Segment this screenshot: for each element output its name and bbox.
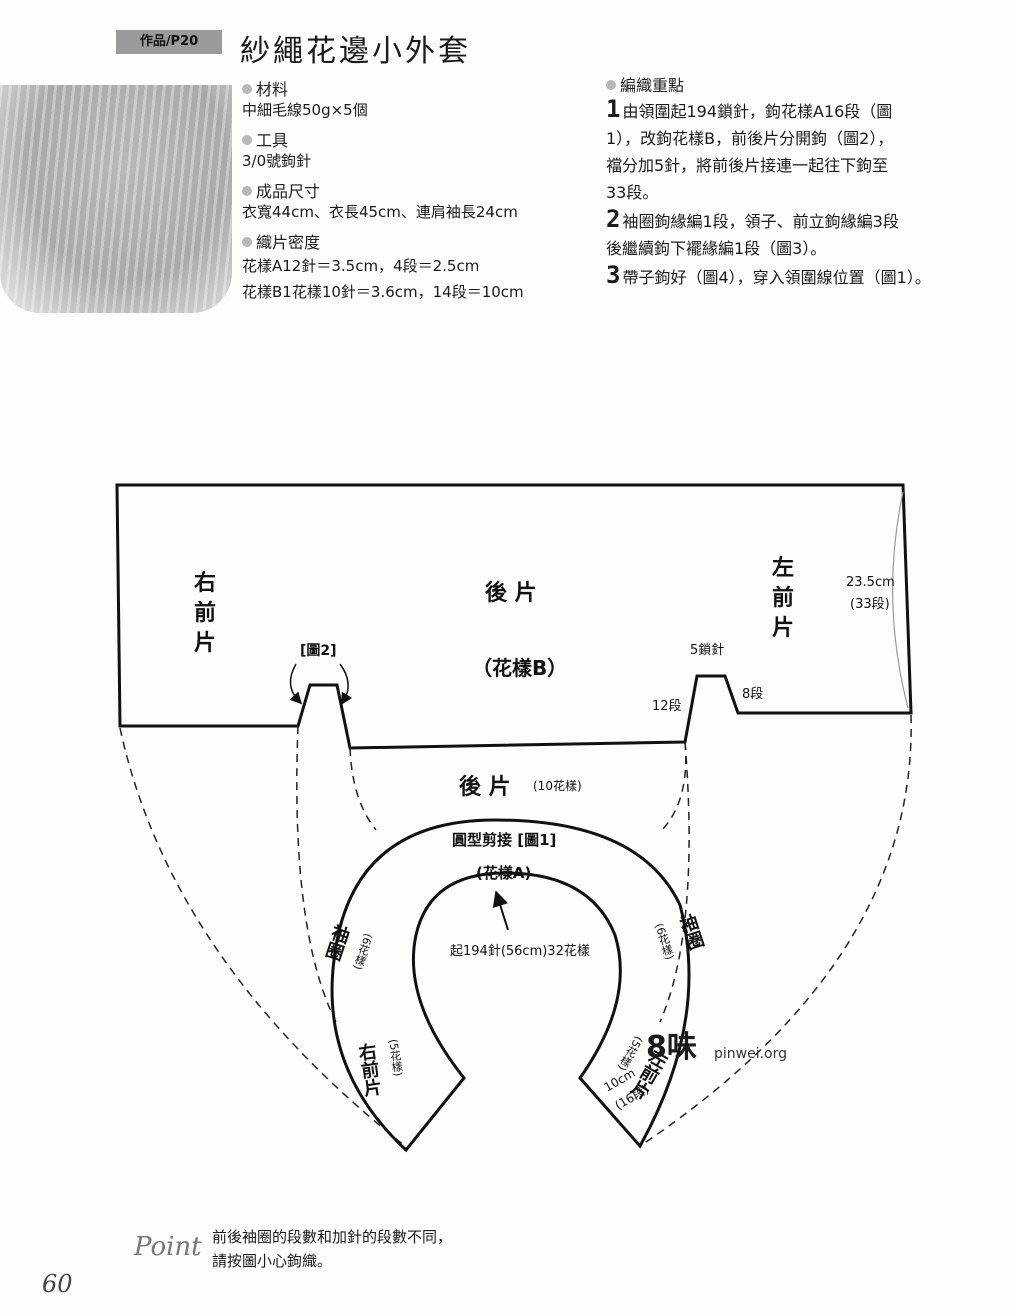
gauge-heading: 織片密度: [242, 229, 592, 253]
work-tag: 作品/P20: [116, 30, 222, 54]
bullet-icon: [242, 237, 252, 247]
rows12-label: 12段: [652, 699, 682, 714]
bullet-icon: [242, 84, 252, 94]
materials-line: 中細毛線50g×5個: [242, 101, 368, 119]
fig2-arrow-left: [289, 663, 303, 705]
bullet-icon: [606, 80, 616, 90]
svg-text:片: 片: [194, 631, 216, 656]
height-label: 23.5cm: [846, 575, 895, 590]
point-text: 前後袖圈的段數和加針的段數不同，請按圖小心鉤織。: [212, 1228, 453, 1270]
rows8-label: 8段: [742, 687, 763, 702]
yoke-label: 圓型剪接 [圖1]: [452, 831, 556, 849]
sleeve-right-count: (6花樣): [652, 922, 676, 962]
sleeve-left-count: (6花樣): [351, 932, 375, 972]
tools-line: 3/0號鉤針: [242, 152, 312, 170]
back-piece-label: 後 片: [485, 580, 537, 606]
size-line: 衣寬44cm、衣長45cm、連肩袖長24cm: [242, 203, 518, 221]
cast-on-label: 起194針(56cm)32花樣: [450, 943, 590, 959]
sleeve-left-label: 袖圈: [321, 921, 353, 964]
back-lower-label: 後 片: [459, 774, 511, 800]
page-title: 紗繩花邊小外套: [240, 34, 471, 69]
height-rows-label: (33段): [850, 597, 890, 612]
product-photo: [0, 85, 232, 313]
dash-outer-left: [119, 727, 406, 1147]
front-right-lower-count: (5花樣): [386, 1038, 404, 1077]
svg-text:前: 前: [772, 585, 794, 611]
dash-outer-right: [639, 714, 912, 1147]
sleeve-left: 袖圈 (6花樣): [321, 921, 375, 972]
svg-text:左: 左: [772, 555, 794, 581]
gauge-line-b: 花樣B1花樣10針＝3.6cm，14段＝10cm: [242, 283, 524, 301]
back-lower-count: (10花樣): [533, 778, 582, 793]
dash-inner-left: [296, 725, 337, 1023]
fig2-arrow-right: [339, 663, 353, 706]
materials-section: 材料 中細毛線50g×5個 工具 3/0號鉤針 成品尺寸 衣寬44cm、衣長45…: [242, 76, 592, 305]
svg-text:前: 前: [194, 600, 216, 626]
right-front-label: 右 前 片: [194, 571, 216, 656]
sleeve-right-label: 袖圈: [675, 911, 707, 954]
instructions-heading: 編織重點: [606, 72, 986, 96]
fig2-label: [圖2]: [300, 642, 337, 659]
front-right-lower: 右前片 (5花樣): [354, 1038, 404, 1099]
materials-heading: 材料: [242, 76, 592, 100]
svg-text:片: 片: [772, 616, 794, 641]
watermark-url: pinwei.org: [714, 1046, 788, 1062]
dash-neck-left: [349, 747, 377, 831]
cast-on-arrow: [492, 890, 509, 931]
gauge-line-a: 花樣A12針＝3.5cm，4段＝2.5cm: [242, 257, 480, 275]
pattern-a-label: (花樣A): [476, 864, 531, 882]
left-front-label: 左 前 片: [772, 555, 794, 641]
bullet-icon: [242, 135, 252, 145]
side-arc: [892, 491, 909, 709]
size-heading: 成品尺寸: [242, 178, 592, 202]
dash-inner-right: [659, 741, 690, 1023]
bullet-icon: [242, 186, 252, 196]
svg-text:右: 右: [194, 571, 216, 596]
dash-neck-right: [661, 741, 687, 831]
yoke-outline: [330, 818, 691, 1153]
pattern-b-label: （花樣B）: [472, 656, 567, 680]
tools-heading: 工具: [242, 127, 592, 151]
point-label: Point: [134, 1232, 202, 1262]
page-number: 60: [42, 1270, 73, 1298]
watermark-logo: 8味: [646, 1030, 697, 1065]
chains5-label: 5鎖針: [690, 642, 724, 658]
